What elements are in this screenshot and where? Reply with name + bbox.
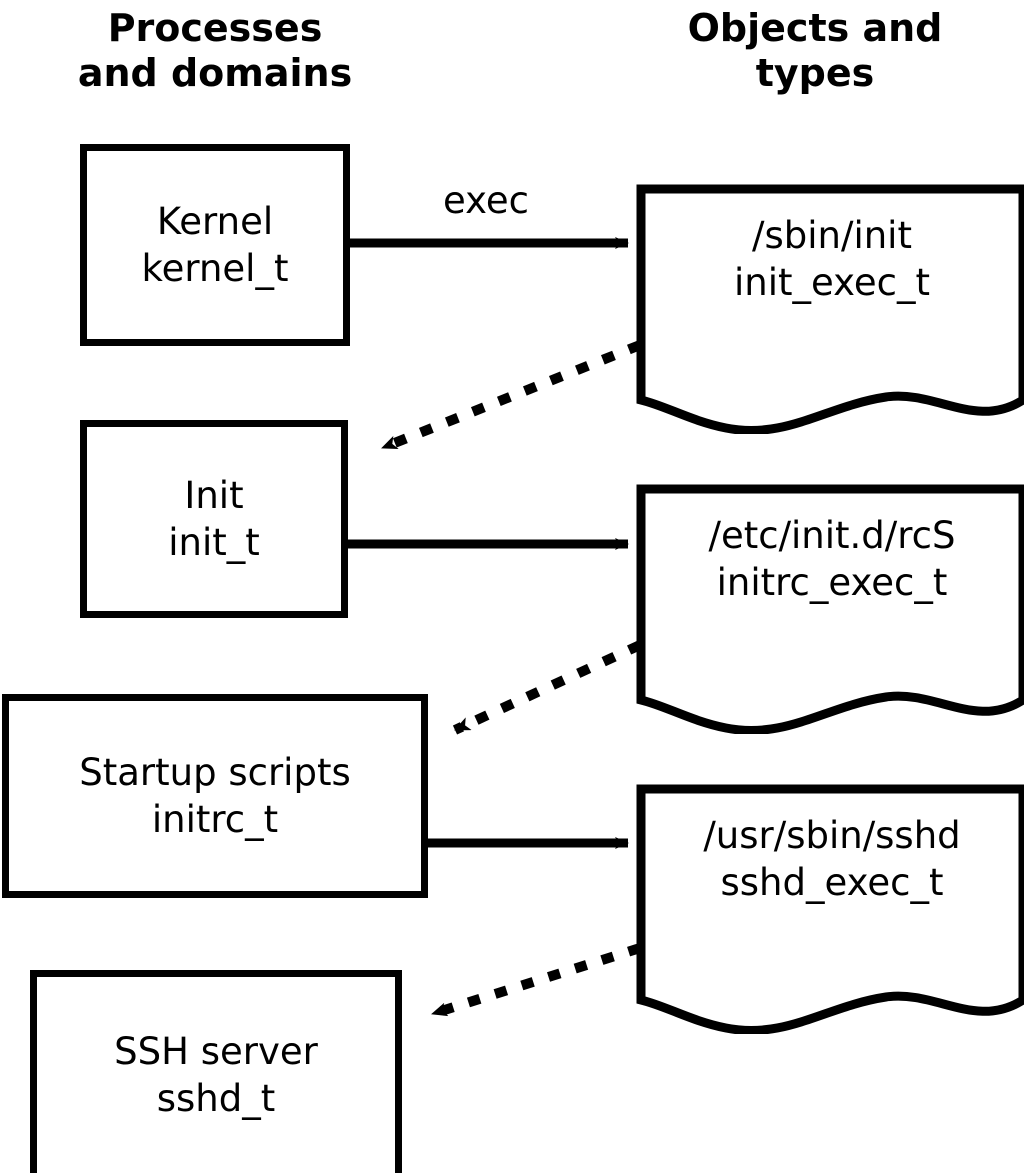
process-name-initrc: Startup scripts (79, 750, 351, 794)
edge-initrc-exec-to-initrc (452, 640, 643, 735)
process-box-sshd[interactable]: SSH server sshd_t (30, 970, 402, 1173)
object-doc-initrc-exec[interactable]: /etc/init.d/rcS initrc_exec_t (636, 484, 1024, 734)
process-box-kernel[interactable]: Kernel kernel_t (80, 144, 350, 346)
process-name-sshd: SSH server (114, 1029, 318, 1073)
process-name-kernel: Kernel (156, 199, 274, 243)
process-box-init[interactable]: Init init_t (80, 420, 348, 618)
column-header-processes: Processes and domains (77, 6, 353, 95)
object-doc-init-exec[interactable]: /sbin/init init_exec_t (636, 184, 1024, 434)
edge-init-exec-to-init (380, 340, 642, 453)
process-type-init: init_t (168, 521, 260, 564)
edge-label-exec: exec (443, 179, 529, 222)
process-type-initrc: initrc_t (151, 798, 279, 841)
process-box-initrc[interactable]: Startup scripts initrc_t (2, 694, 428, 898)
edge-sshd-exec-to-sshd (430, 943, 642, 1019)
column-header-objects: Objects and types (687, 6, 943, 95)
object-doc-sshd-exec[interactable]: /usr/sbin/sshd sshd_exec_t (636, 784, 1024, 1034)
process-type-kernel: kernel_t (141, 247, 289, 290)
process-name-init: Init (184, 473, 244, 517)
process-type-sshd: sshd_t (156, 1077, 276, 1120)
